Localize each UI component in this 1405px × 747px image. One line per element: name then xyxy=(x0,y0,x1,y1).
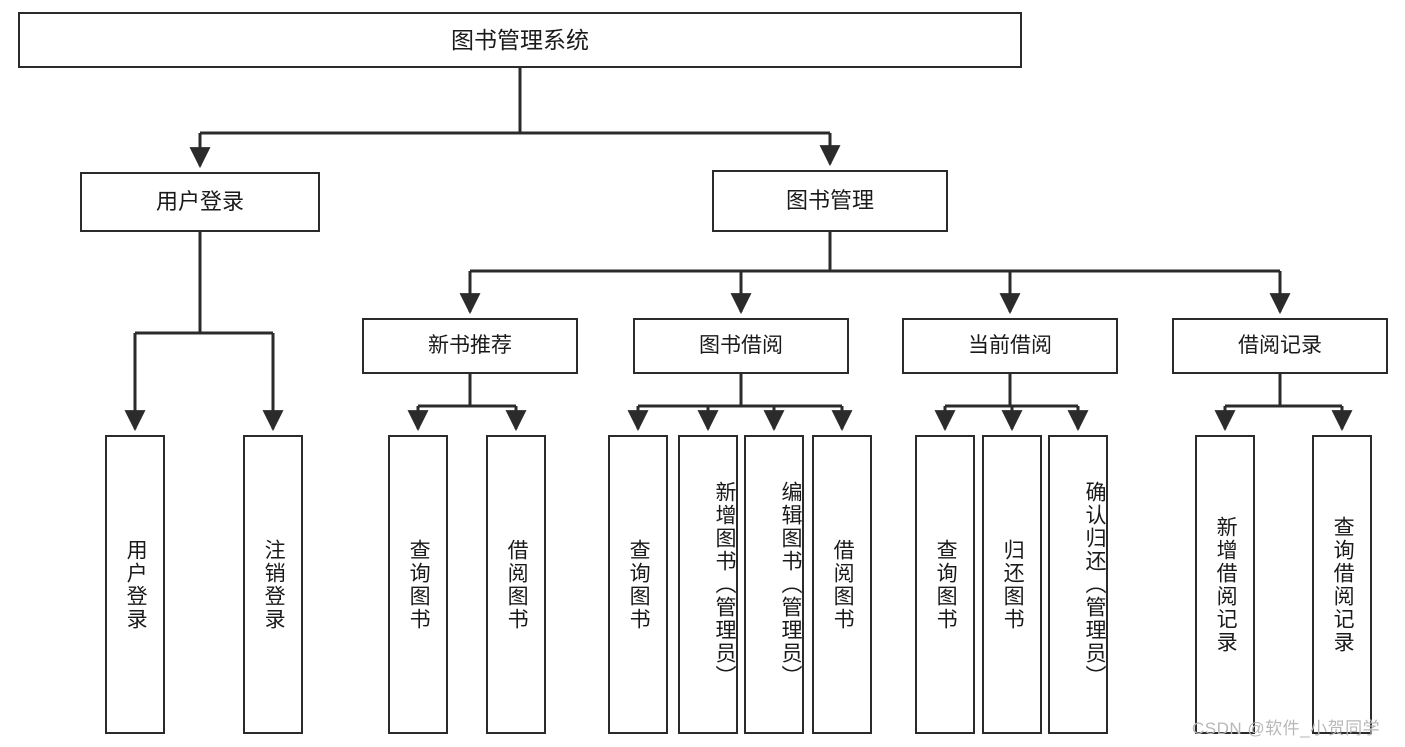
node-leaf-bb-edit-book[interactable]: 编辑图书（管理员） xyxy=(744,435,804,734)
node-leaf-br-query-record[interactable]: 查询借阅记录 xyxy=(1312,435,1372,734)
node-book-borrow[interactable]: 图书借阅 xyxy=(633,318,849,374)
csdn-watermark: CSDN @软件_小贺同学 xyxy=(1192,719,1381,738)
node-root[interactable]: 图书管理系统 xyxy=(18,12,1022,68)
node-new-book-recommend[interactable]: 新书推荐 xyxy=(362,318,578,374)
node-leaf-br-add-record[interactable]: 新增借阅记录 xyxy=(1195,435,1255,734)
node-leaf-cb-query-book[interactable]: 查询图书 xyxy=(915,435,975,734)
node-leaf-rec-query-book[interactable]: 查询图书 xyxy=(388,435,448,734)
node-leaf-bb-add-book[interactable]: 新增图书（管理员） xyxy=(678,435,738,734)
node-borrow-record[interactable]: 借阅记录 xyxy=(1172,318,1388,374)
node-leaf-cb-return-book[interactable]: 归还图书 xyxy=(982,435,1042,734)
node-user-login[interactable]: 用户登录 xyxy=(80,172,320,232)
node-leaf-user-logout[interactable]: 注销登录 xyxy=(243,435,303,734)
node-leaf-rec-borrow-book[interactable]: 借阅图书 xyxy=(486,435,546,734)
node-book-manage[interactable]: 图书管理 xyxy=(712,170,948,232)
node-leaf-bb-borrow-book[interactable]: 借阅图书 xyxy=(812,435,872,734)
node-leaf-bb-query-book[interactable]: 查询图书 xyxy=(608,435,668,734)
node-current-borrow[interactable]: 当前借阅 xyxy=(902,318,1118,374)
node-leaf-user-login[interactable]: 用户登录 xyxy=(105,435,165,734)
node-leaf-cb-confirm-return[interactable]: 确认归还（管理员） xyxy=(1048,435,1108,734)
